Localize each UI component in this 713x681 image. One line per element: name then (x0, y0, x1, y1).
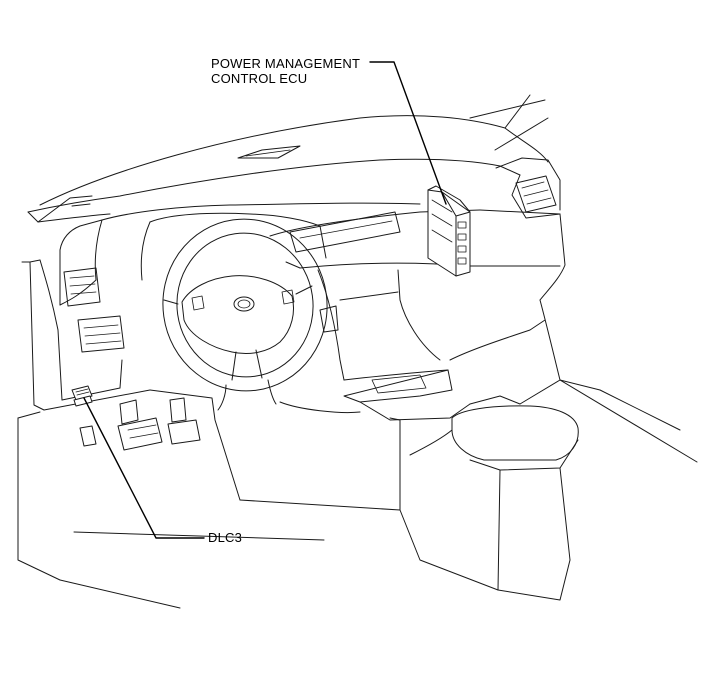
lower-dash (17, 389, 499, 609)
meter-hood (140, 212, 327, 281)
right-side-lines (519, 379, 698, 463)
center-console (317, 269, 601, 421)
ecu-label: POWER MANAGEMENT CONTROL ECU (211, 56, 360, 86)
ecu-leader-line (369, 61, 447, 205)
dashboard-top (27, 145, 561, 223)
dlc3-label: DLC3 (208, 530, 243, 545)
armrest (409, 405, 579, 601)
ecu-label-line2: CONTROL ECU (211, 71, 308, 86)
leader-lines (83, 61, 447, 539)
pedals (79, 397, 201, 451)
steering-wheel (162, 218, 328, 411)
dlc3-connector (71, 385, 93, 407)
windshield-outline (39, 94, 549, 206)
dlc3-leader-line (83, 397, 205, 539)
power-management-ecu (427, 185, 471, 277)
ecu-label-line1: POWER MANAGEMENT (211, 56, 361, 71)
dash-front (21, 202, 421, 411)
center-display (269, 209, 566, 301)
